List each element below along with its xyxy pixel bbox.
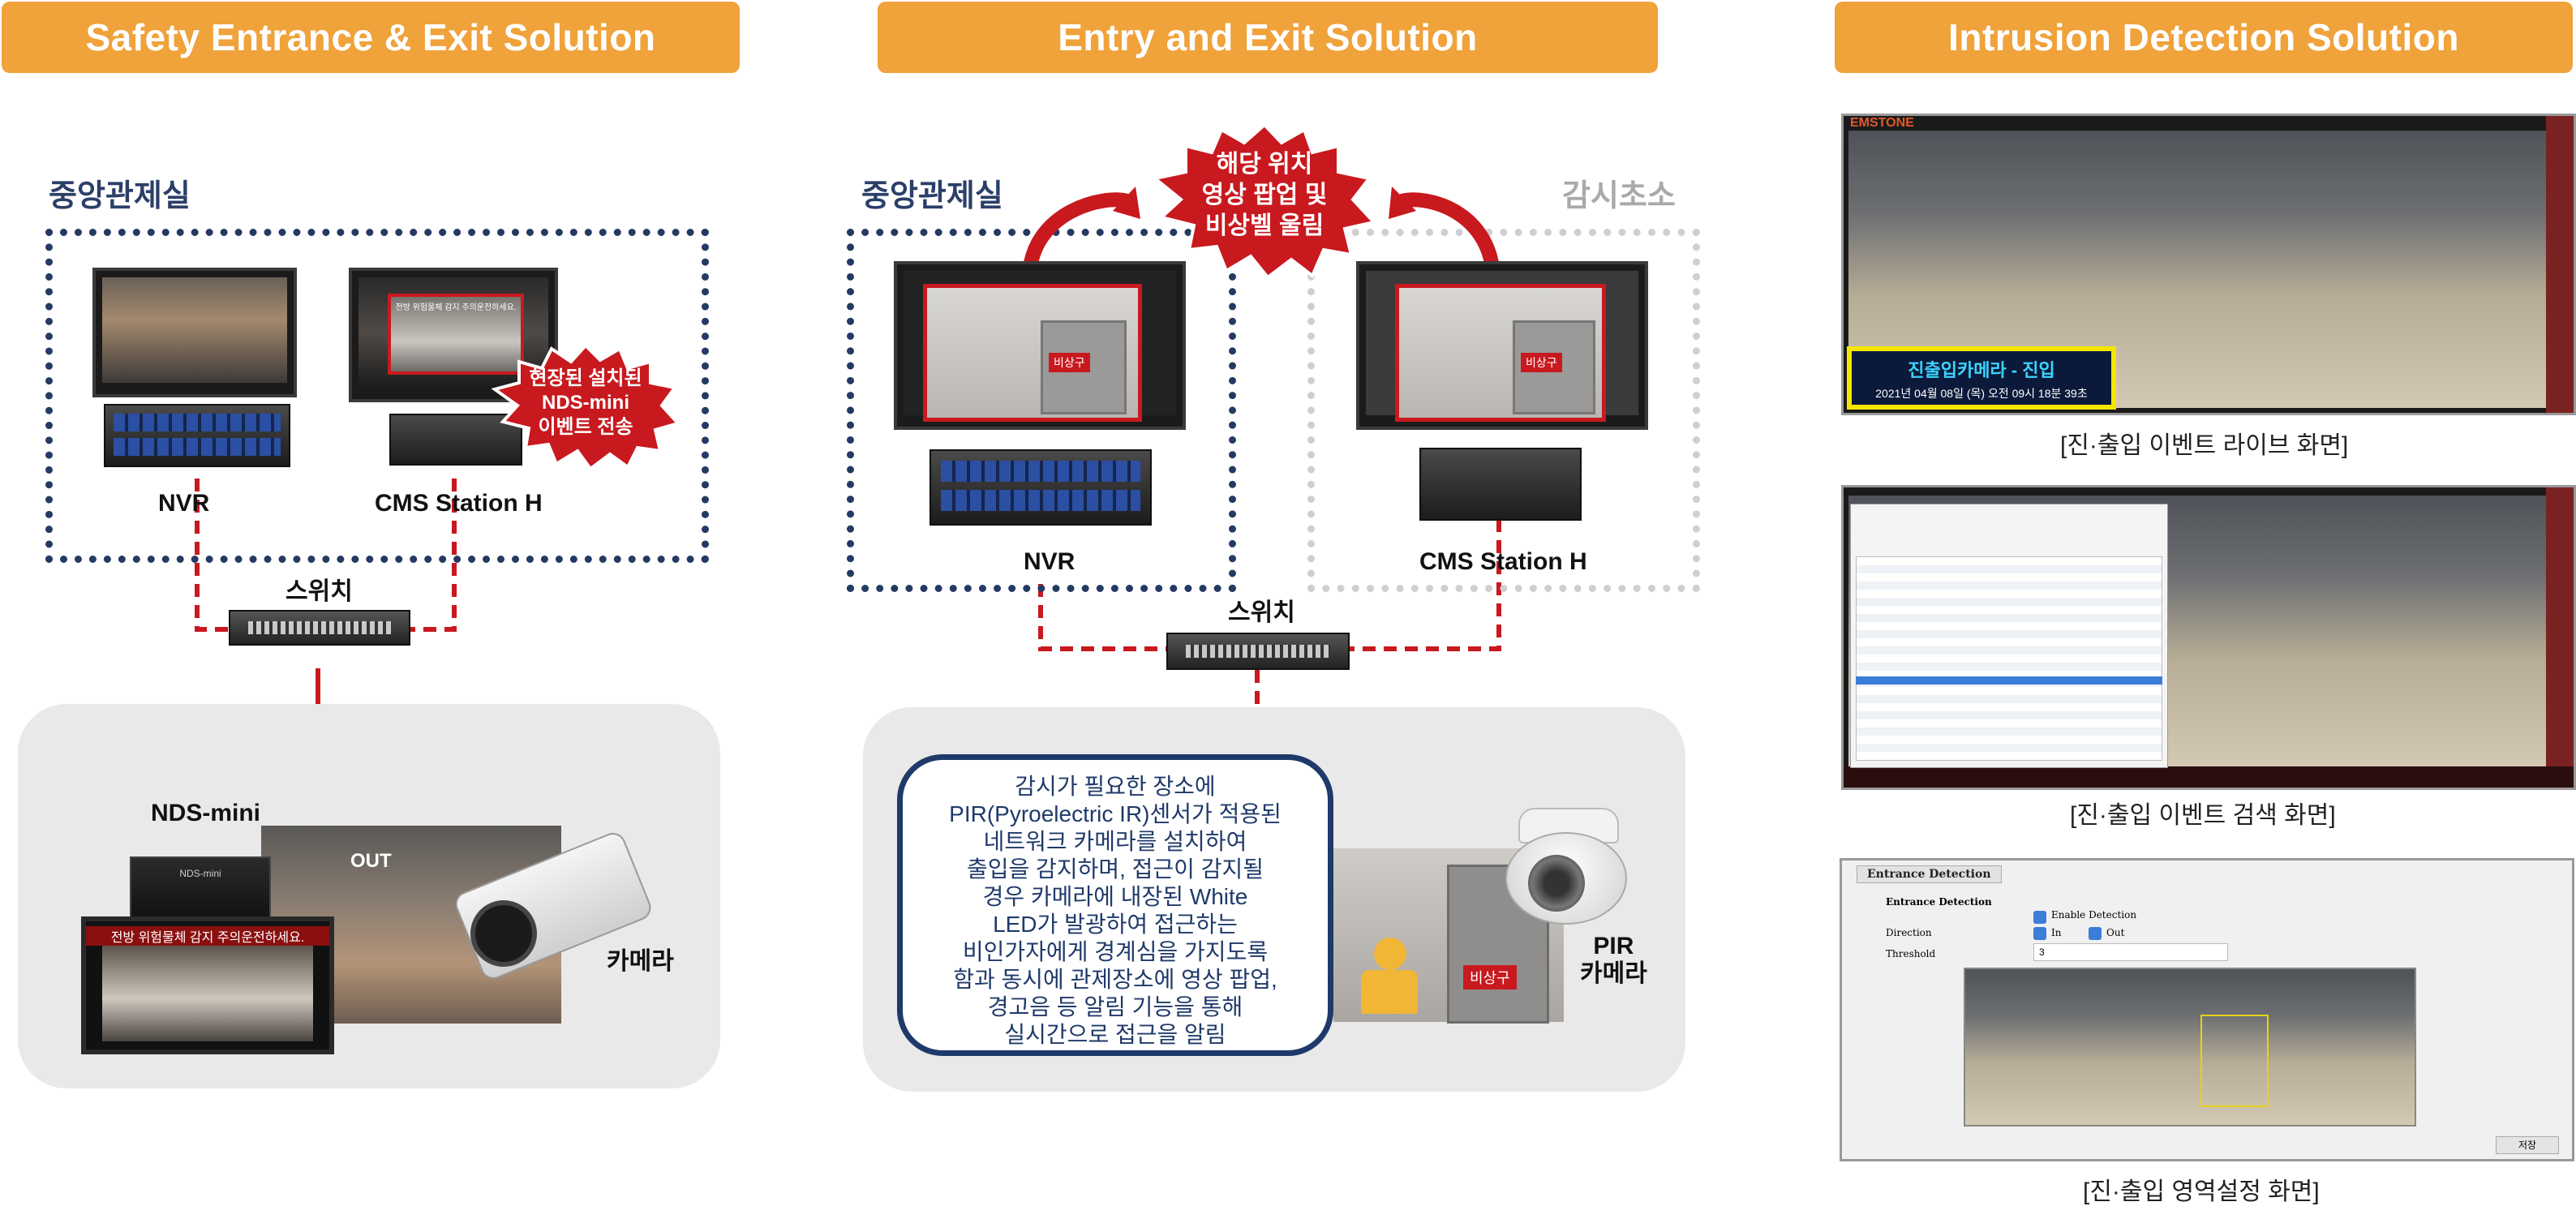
event-burst-left (491, 343, 681, 471)
pir-dome-camera (1501, 800, 1630, 925)
left-network-switch (229, 610, 410, 646)
popup-arrows (1023, 187, 1500, 269)
exit-sign-3: 비상구 (1463, 965, 1517, 989)
exit-sign-2: 비상구 (1521, 353, 1562, 372)
corridor-photo: 비상구 (1333, 848, 1564, 1024)
live-overlay-time: 2021년 04월 08일 (목) 오전 09시 18분 39초 (1875, 387, 2088, 400)
middle-cms-label: CMS Station H (1419, 548, 1587, 575)
banner-safety-entrance: Safety Entrance & Exit Solution (2, 2, 740, 73)
camera-label: 카메라 (607, 948, 674, 975)
left-room-label: 중앙관제실 (49, 179, 191, 213)
search-caption: [진·출입 이벤트 검색 화면] (2070, 802, 2336, 829)
settings-tab[interactable]: Entrance Detection (1857, 865, 2002, 883)
left-cms-label: CMS Station H (375, 490, 543, 517)
live-event-screenshot: EMSTONE 진출입카메라 - 진입 2021년 04월 08일 (목) 오전… (1841, 114, 2576, 415)
middle-guard-post-box (1307, 229, 1700, 592)
exit-sign-1: 비상구 (1049, 353, 1090, 372)
event-burst-middle (1151, 122, 1377, 280)
middle-nvr-label: NVR (1024, 548, 1075, 575)
middle-cms-monitor: 비상구 (1356, 261, 1648, 430)
threshold-input[interactable]: 3 (2033, 943, 2228, 961)
left-switch-label: 스위치 (286, 578, 353, 605)
banner-intrusion-detection: Intrusion Detection Solution (1835, 2, 2573, 73)
search-result-window (1850, 504, 2168, 768)
live-event-overlay: 진출입카메라 - 진입 2021년 04월 08일 (목) 오전 09시 18분… (1847, 346, 2116, 410)
event-burst-left-text: 현장된 설치된 NDS-mini 이벤트 전송 (529, 367, 642, 438)
setting-caption: [진·출입 영역설정 화면] (2083, 1178, 2320, 1205)
middle-cms-popup: 비상구 (1395, 284, 1606, 422)
left-nvr-label: NVR (158, 490, 210, 517)
live-logo: EMSTONE (1850, 116, 1914, 130)
nds-mini-label: NDS-mini (151, 800, 260, 826)
left-control-room-box (45, 229, 709, 563)
middle-nvr-server (930, 449, 1152, 526)
middle-nvr-popup: 비상구 (923, 284, 1142, 422)
cms-popup: 전방 위험물체 감지 주의운전하세요. (388, 294, 524, 375)
pir-camera-label: PIR 카메라 (1580, 933, 1647, 987)
banner-entry-exit: Entry and Exit Solution (878, 2, 1658, 73)
area-setting-screenshot: Entrance Detection Entrance Detection En… (1840, 858, 2574, 1161)
live-caption: [진·출입 이벤트 라이브 화면] (2060, 432, 2349, 459)
live-overlay-title: 진출입카메라 - 진입 (1908, 360, 2055, 380)
middle-nvr-monitor: 비상구 (894, 261, 1186, 430)
direction-in-checkbox[interactable] (2033, 927, 2046, 940)
pir-description-bubble: 감시가 필요한 장소에 PIR(Pyroelectric IR)센서가 적용된 … (897, 754, 1333, 1056)
middle-cms-station (1419, 448, 1582, 521)
direction-out-label: Out (2106, 927, 2125, 938)
direction-out-checkbox[interactable] (2089, 927, 2102, 940)
save-button[interactable]: 저장 (2496, 1136, 2559, 1154)
middle-network-switch (1166, 633, 1350, 670)
nvr-server (104, 404, 290, 467)
search-event-screenshot (1841, 485, 2576, 790)
nvr-monitor (92, 268, 297, 397)
garage-out-sign: OUT (350, 850, 392, 872)
warning-display: 전방 위험물체 감지 주의운전하세요. (81, 916, 334, 1054)
direction-in-label: In (2051, 927, 2062, 938)
enable-detection-label: Enable Detection (2051, 909, 2137, 921)
detection-zone[interactable] (2200, 1015, 2269, 1107)
warning-display-text: 전방 위험물체 감지 주의운전하세요. (86, 926, 329, 946)
cms-popup-text: 전방 위험물체 감지 주의운전하세요. (395, 303, 517, 312)
direction-label: Direction (1886, 927, 1932, 938)
middle-room-left-label: 중앙관제실 (861, 179, 1003, 213)
settings-section: Entrance Detection (1886, 896, 1992, 908)
threshold-label: Threshold (1886, 948, 1936, 959)
setting-preview-image (1964, 968, 2416, 1127)
person-icon (1374, 938, 1406, 970)
middle-room-right-label: 감시초소 (1562, 179, 1676, 213)
event-burst-middle-text: 해당 위치 영상 팝업 및 비상벨 울림 (1201, 151, 1328, 239)
cms-station-box (389, 414, 522, 466)
cms-monitor: 전방 위험물체 감지 주의운전하세요. (349, 268, 558, 402)
middle-switch-label: 스위치 (1228, 599, 1295, 626)
enable-detection-checkbox[interactable] (2033, 911, 2046, 924)
